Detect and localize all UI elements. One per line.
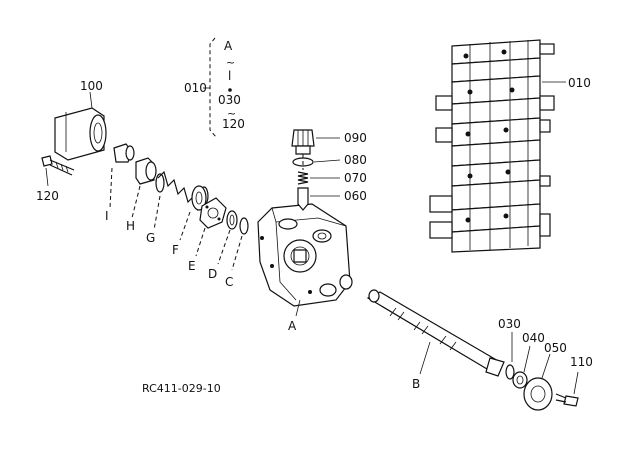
callout-050: 050	[544, 341, 567, 355]
part-090-plug: 090	[291, 129, 367, 155]
label-a-top: A	[224, 39, 233, 53]
letter-d: D	[208, 267, 217, 281]
part-e-flange: E	[188, 197, 227, 273]
callout-110: 110	[570, 355, 593, 369]
part-040-oring: 040	[512, 331, 545, 389]
letter-e: E	[188, 259, 196, 273]
callout-010-right: 010	[568, 76, 591, 90]
label-120-range: 120	[222, 117, 245, 131]
callout-090: 090	[344, 131, 367, 145]
part-060-poppet: 060	[297, 154, 367, 211]
part-c-backup-ring: C	[225, 217, 249, 289]
part-h-plug: H	[126, 157, 157, 233]
letter-b: B	[412, 377, 420, 391]
callout-060: 060	[344, 189, 367, 203]
letter-g: G	[146, 231, 155, 245]
label-i-top: l	[228, 69, 231, 83]
part-100-cap: 100	[54, 79, 107, 161]
part-050-cap: 050	[523, 341, 567, 411]
range-bracket: A ~ l 030 ~ 120 010	[184, 37, 245, 138]
callout-030: 030	[498, 317, 521, 331]
part-f-retainer: F	[172, 185, 207, 257]
letter-i: I	[105, 209, 109, 223]
part-i-poppet: I	[105, 143, 135, 223]
callout-040: 040	[522, 331, 545, 345]
drawing-code: RC411-029-10	[142, 382, 221, 395]
label-030-range: 030	[218, 93, 241, 107]
part-d-oring: D	[208, 210, 238, 281]
callout-010-left: 010	[184, 81, 207, 95]
part-110-bolt: 110	[555, 355, 593, 407]
part-120-bolt: 120	[36, 155, 75, 203]
letter-h: H	[126, 219, 135, 233]
part-070-spring: 070	[297, 171, 367, 185]
callout-070: 070	[344, 171, 367, 185]
tilde-2: ~	[227, 107, 236, 120]
letter-c: C	[225, 275, 233, 289]
part-030-ring: 030	[498, 317, 521, 380]
letter-f: F	[172, 243, 179, 257]
part-b-spool: B	[366, 289, 505, 391]
callout-100: 100	[80, 79, 103, 93]
callout-080: 080	[344, 153, 367, 167]
callout-120: 120	[36, 189, 59, 203]
part-080-oring: 080	[292, 153, 367, 167]
part-a-valve-body: A	[257, 203, 353, 333]
bullet-dot	[228, 88, 232, 92]
tilde-1: ~	[226, 56, 235, 69]
valve-stack-assembly: 010	[429, 39, 591, 253]
letter-a: A	[288, 319, 297, 333]
